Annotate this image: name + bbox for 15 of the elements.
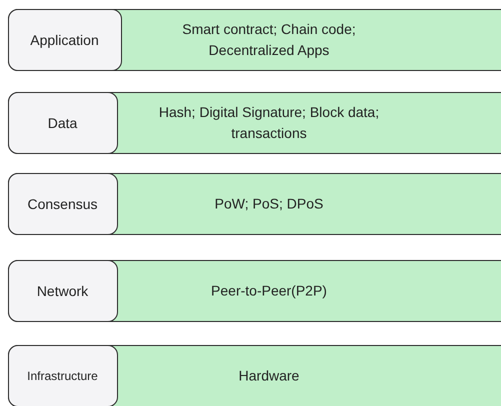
layer-name-box: Consensus (8, 172, 118, 234)
layer-description: Hash; Digital Signature; Block data; transactions (158, 103, 380, 143)
layer-band (8, 260, 501, 322)
layer-band (8, 92, 501, 154)
layer-name-box: Infrastructure (8, 344, 118, 406)
layer-name-box: Application (8, 8, 122, 70)
layer-band (8, 9, 501, 71)
layer-description: Hardware (238, 366, 300, 386)
layer-description: Peer-to-Peer(P2P) (210, 282, 328, 300)
layer-description: PoW; PoS; DPoS (214, 194, 324, 214)
layer-band (8, 345, 501, 406)
layer-band (8, 173, 501, 235)
layer-name-box: Data (8, 92, 118, 154)
layer-name-box: Network (8, 260, 118, 322)
layer-description: Smart contract; Chain code; Decentralized Apps (181, 20, 357, 60)
